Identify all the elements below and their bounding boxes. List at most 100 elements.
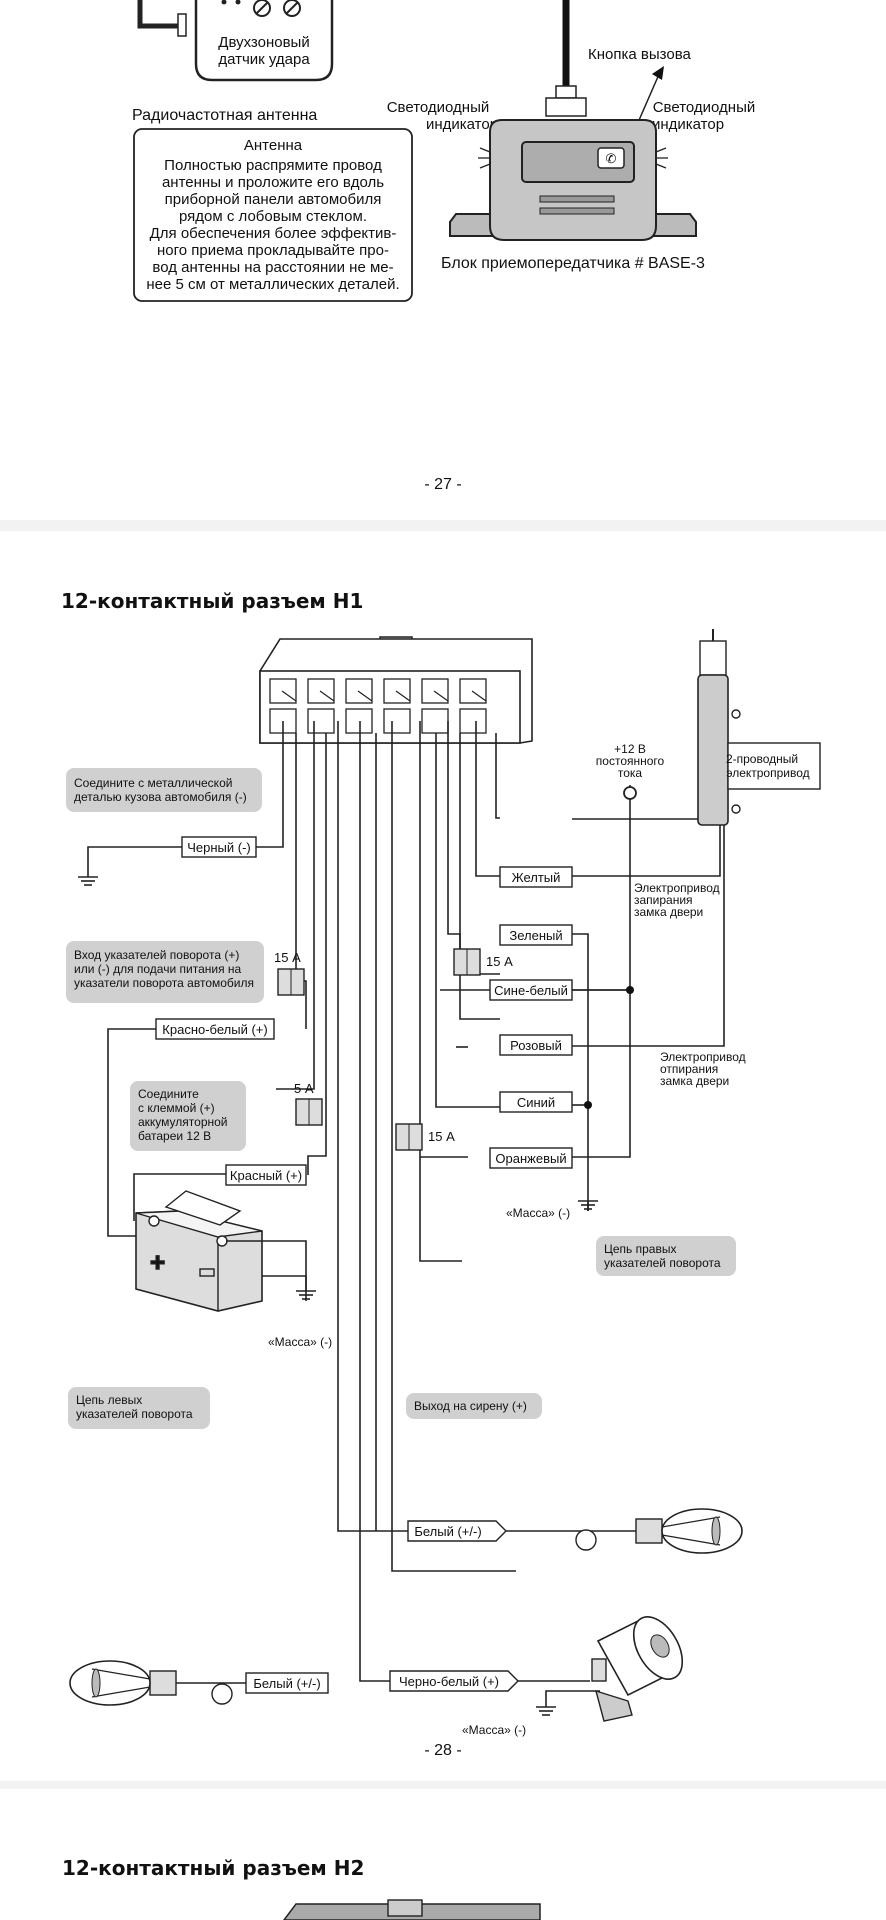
antenna-box: [133, 128, 413, 302]
page-number: - 28 -: [424, 1742, 462, 1759]
left-turn-lamp: [69, 1660, 246, 1706]
phone-icon: ✆: [606, 151, 617, 166]
antenna-heading: Антенна: [244, 137, 303, 154]
sensor-dot-icon: [235, 0, 241, 5]
svg-text:антенны и проложите его вдоль: антенны и проложите его вдоль: [162, 174, 384, 191]
svg-text:ного приема прокладывайте про-: ного приема прокладывайте про-: [157, 242, 389, 259]
svg-text:Для обеспечения более эффектив: Для обеспечения более эффектив-: [150, 225, 397, 242]
note-battery-3: аккумуляторной: [138, 1115, 228, 1129]
call-button-label: Кнопка вызова: [588, 46, 691, 63]
junction-dot: [584, 1101, 592, 1109]
page-number: - 27 -: [424, 476, 462, 493]
plus12-label-2: постоянного: [596, 754, 665, 768]
fuse-2-label: 5 А: [294, 1081, 314, 1096]
junction-dot: [626, 986, 634, 994]
wires: [87, 721, 725, 1682]
note-right-turn-1: Цепь правых: [604, 1242, 676, 1256]
wire-green-label: Зеленый: [509, 928, 562, 943]
wire-white-right-label: Белый (+/-): [414, 1524, 481, 1539]
arrow-head-icon: [652, 66, 664, 80]
note-left-turn-2: указателей поворота: [76, 1407, 193, 1421]
note-ground-2: деталью кузова автомобиля (-): [74, 790, 247, 804]
minus-icon: [199, 1268, 215, 1277]
note-battery-1: Соедините: [138, 1087, 199, 1101]
wire-pink-label: Розовый: [510, 1038, 562, 1053]
led-left-label-1: Светодиодный: [387, 99, 490, 116]
page-title: 12-контактный разъем H2: [62, 1856, 365, 1880]
wire-black-white-label: Черно-белый (+): [399, 1674, 499, 1689]
h1-connector: [259, 636, 533, 744]
lock-drive-label-2: запирания: [634, 893, 693, 907]
unlock-drive-label-3: замка двери: [660, 1074, 729, 1088]
sensor-label-2: датчик удара: [218, 51, 310, 68]
fuse-4-label: 15 А: [428, 1129, 455, 1144]
wire-blue-label: Синий: [517, 1095, 555, 1110]
led-right-label-2: индикатор: [652, 116, 724, 133]
ground-icon: [78, 865, 98, 886]
svg-text:вод антенны на расстоянии не м: вод антенны на расстоянии не ме-: [152, 259, 393, 276]
right-turn-lamp: [506, 1508, 743, 1554]
page-title: 12-контактный разъем H1: [61, 589, 364, 613]
note-right-turn-2: указателей поворота: [604, 1256, 721, 1270]
plus12-label-1: +12 В: [614, 742, 646, 756]
transceiver-unit: ✆: [449, 119, 697, 241]
svg-text:рядом с лобовым стеклом.: рядом с лобовым стеклом.: [179, 208, 367, 225]
note-turn-3: указатели поворота автомобиля: [74, 976, 254, 990]
wire-red-label: Красный (+): [230, 1168, 302, 1183]
sensor-wire: [137, 0, 178, 29]
led-left-label-2: индикатор: [426, 116, 498, 133]
svg-text:Полностью распрямите провод: Полностью распрямите провод: [164, 157, 382, 174]
actuator-label-1: 2-проводный: [726, 752, 798, 766]
ground-label-3: «Масса» (-): [462, 1723, 526, 1737]
antenna-text: Полностью распрямите провод антенны и пр…: [146, 157, 399, 293]
note-ground-1: Соедините с металлической: [74, 776, 232, 790]
fuse-1-label: 15 А: [274, 950, 301, 965]
plus12-terminal: [623, 786, 637, 800]
wire-white-left-label: Белый (+/-): [253, 1676, 320, 1691]
wire-black-label: Черный (-): [187, 840, 251, 855]
ground-icon: [296, 1290, 316, 1300]
actuator-label-2: электропривод: [726, 766, 809, 780]
sensor-label-1: Двухзоновый: [218, 34, 309, 51]
siren: [591, 1616, 684, 1722]
page-28: 12-контактный разъем H1: [0, 531, 886, 1781]
note-turn-1: Вход указателей поворота (+): [74, 948, 239, 962]
note-battery-2: с клеммой (+): [138, 1101, 215, 1115]
lock-drive-label-3: замка двери: [634, 905, 703, 919]
antenna-transceiver-diagram: Двухзоновый датчик удара Радиочастотная …: [132, 0, 756, 302]
door-actuator: [697, 629, 821, 826]
sensor-knob-icon: [283, 0, 301, 17]
ground-icon: [536, 1706, 556, 1716]
page-27: Двухзоновый датчик удара Радиочастотная …: [0, 0, 886, 520]
lock-drive-label-1: Электропривод: [634, 881, 720, 895]
plus12-label-3: тока: [618, 766, 643, 780]
call-button: [597, 147, 625, 169]
antenna-title: Радиочастотная антенна: [132, 107, 317, 124]
transceiver-label: Блок приемопередатчика # BASE-3: [441, 255, 705, 272]
svg-text:нее 5 см от металлических дета: нее 5 см от металлических деталей.: [146, 276, 399, 293]
wire-blue-white-label: Сине-белый: [494, 983, 568, 998]
svg-text:приборной панели автомобиля: приборной панели автомобиля: [165, 191, 382, 208]
unlock-drive-label-1: Электропривод: [660, 1050, 746, 1064]
plus-icon: +: [150, 1247, 165, 1277]
sensor-dot-icon: [221, 0, 227, 5]
wire-orange-label: Оранжевый: [495, 1151, 566, 1166]
note-left-turn-1: Цепь левых: [76, 1393, 142, 1407]
wire-yellow-label: Желтый: [512, 870, 561, 885]
fuse-3-label: 15 А: [486, 954, 513, 969]
ground-label-1: «Масса» (-): [506, 1206, 570, 1220]
sensor-plug: [177, 13, 187, 37]
h2-connector-top: [283, 1899, 541, 1920]
sensor-knob-icon: [253, 0, 271, 17]
h1-wiring-diagram: Черный (-) Красно-белый (+) Красный (+) …: [66, 629, 821, 1737]
shock-sensor: [194, 0, 334, 82]
unlock-drive-label-2: отпирания: [660, 1062, 718, 1076]
notes: Соедините с металлической деталью кузова…: [66, 768, 736, 1429]
note-turn-2: или (-) для подачи питания на: [74, 962, 242, 976]
led-right-label-1: Светодиодный: [653, 99, 756, 116]
wire-red-white-label: Красно-белый (+): [162, 1022, 267, 1037]
fuses: 15 А 5 А 15 А 15 А: [274, 948, 513, 1151]
battery: +: [135, 1190, 263, 1312]
led-glow-icon: [478, 147, 668, 169]
wire-labels: Черный (-) Красно-белый (+) Красный (+) …: [155, 836, 573, 1694]
